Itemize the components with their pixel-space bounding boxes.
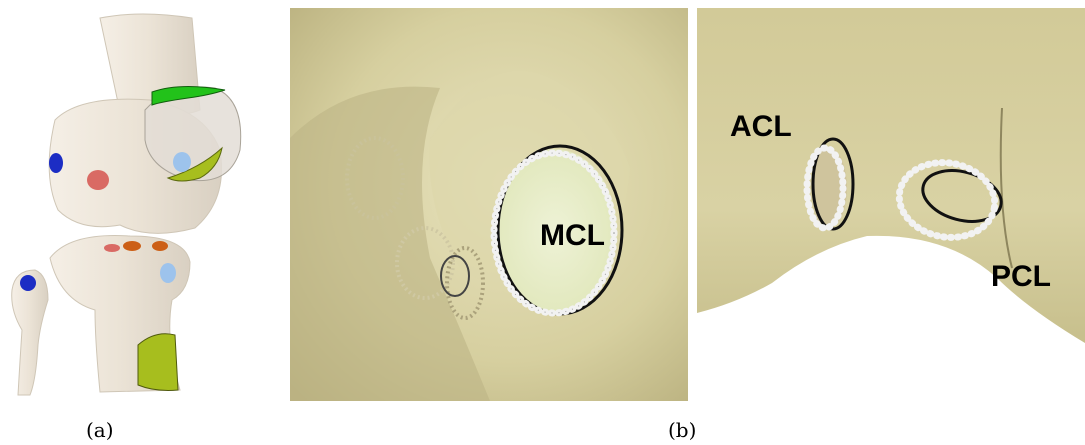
light-blue-attachment-region-femur [173,152,191,172]
mcl-view-panel: MCL [290,8,688,401]
caption-a: (a) [86,418,114,442]
knee-model-panel [0,0,270,410]
acl-pcl-render: ACL PCL [697,8,1085,401]
mcl-render: MCL [290,8,688,401]
blue-attachment-region-femur [49,153,63,173]
yellow-green-attachment-region-tibia [138,334,178,391]
acl-pcl-view-panel: ACL PCL [697,8,1085,401]
orange-attachment-region-tibia-1 [123,241,141,251]
light-blue-attachment-region-tibia [160,263,176,283]
acl-label: ACL [730,110,792,143]
pcl-label: PCL [991,260,1051,293]
orange-attachment-region-tibia-2 [152,241,168,251]
red-attachment-region-femur [87,170,109,190]
blue-attachment-region-fibula [20,275,36,291]
mcl-label: MCL [540,219,605,252]
knee-model-illustration [0,0,270,410]
caption-b: (b) [668,418,696,442]
red-attachment-region-tibia [104,244,120,252]
